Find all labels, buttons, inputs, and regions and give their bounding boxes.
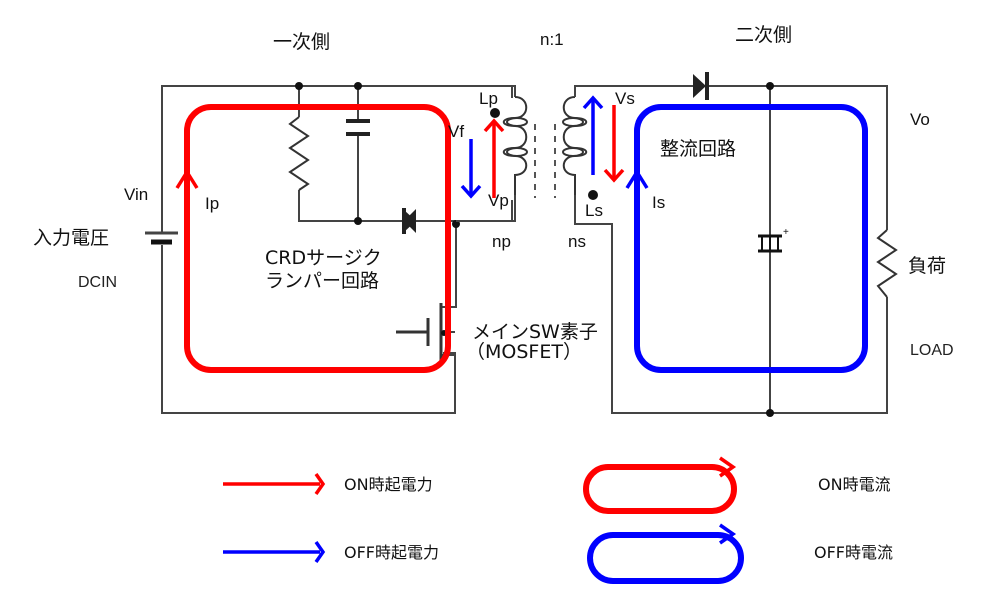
secondary-circuit: + [574,72,898,417]
primary-winding-leads [456,85,516,222]
ip-label: Ip [205,194,219,213]
vp-arrow [483,118,505,198]
legend-on-emf-arrowhead-icon [314,472,326,496]
legend-on-current: ON時電流 [583,456,891,514]
input-voltage-label: 入力電圧 [33,227,109,249]
legend-off-emf-label: OFF時起電力 [344,543,439,562]
ip-arrowhead-icon [175,168,199,189]
output-electrolytic-capacitor: + [758,227,789,253]
primary-side-label: 一次側 [273,31,330,53]
vo-label: Vo [910,110,930,129]
secondary-outer-wire [574,85,888,414]
winding-loop [562,117,584,127]
transformer [456,85,598,222]
is-label: Is [652,193,665,212]
junction-dot [354,82,362,90]
legend-off-current-label: OFF時電流 [814,543,893,562]
vp-label: Vp [488,191,509,210]
load-resistor [876,229,898,298]
snubber-resistor [288,116,310,191]
turns-ratio-label: n:1 [540,30,564,49]
lp-polarity-dot [490,108,500,118]
legend-off-current: OFF時電流 [587,523,893,584]
snubber-diode [402,208,416,234]
vf-arrow [460,139,482,199]
secondary-winding [562,96,588,195]
legend: ON時起電力 ON時電流 OFF時起電力 OFF時電流 [223,456,893,584]
mosfet-switch [396,303,447,360]
np-label: np [492,232,511,251]
lp-label: Lp [479,89,498,108]
legend-off-current-arrowhead-icon [719,523,737,545]
plus-sign: + [783,227,789,238]
is-arrowhead-icon [625,168,649,189]
vs-off-arrow [582,95,604,175]
winding-loop [506,147,528,157]
junction-dot [766,82,774,90]
load-label: LOAD [910,342,954,359]
mosfet-label-line2: （MOSFET） [466,341,582,363]
vs-on-arrow [603,105,625,183]
ns-label: ns [568,232,586,251]
ls-polarity-dot [588,190,598,200]
primary-winding [502,96,528,195]
dc-input-battery [145,231,178,245]
vf-label: Vf [448,122,464,141]
legend-on-current-arrowhead-icon [719,456,737,478]
legend-off-emf: OFF時起電力 [223,540,439,564]
output-diode [693,72,709,100]
ls-label: Ls [585,201,603,220]
legend-on-emf: ON時起電力 [223,472,433,496]
legend-on-emf-label: ON時起電力 [344,475,433,494]
secondary-side-label: 二次側 [735,24,792,46]
legend-on-current-loop-icon [583,464,737,514]
dcin-label: DCIN [78,274,117,291]
load-jp-label: 負荷 [908,255,946,277]
snubber-resistor-leads [298,86,358,222]
off-current-loop [634,104,868,373]
mosfet-label-line1: メインSW素子 [472,321,598,343]
primary-circuit [145,82,513,414]
crd-snubber-label-line1: CRDサージク [265,247,382,269]
on-current-loop [184,104,451,373]
vin-label: Vin [124,185,148,204]
junction-dot [295,82,303,90]
junction-dot [354,217,362,225]
rectifier-label: 整流回路 [660,138,736,160]
legend-on-current-label: ON時電流 [818,475,891,494]
vs-label: Vs [615,89,635,108]
winding-loop [562,147,584,157]
crd-snubber-label-line2: ランパー回路 [265,270,379,292]
legend-off-emf-arrowhead-icon [314,540,326,564]
legend-off-current-loop-icon [587,532,744,584]
winding-loop [506,117,528,127]
junction-dot [766,409,774,417]
